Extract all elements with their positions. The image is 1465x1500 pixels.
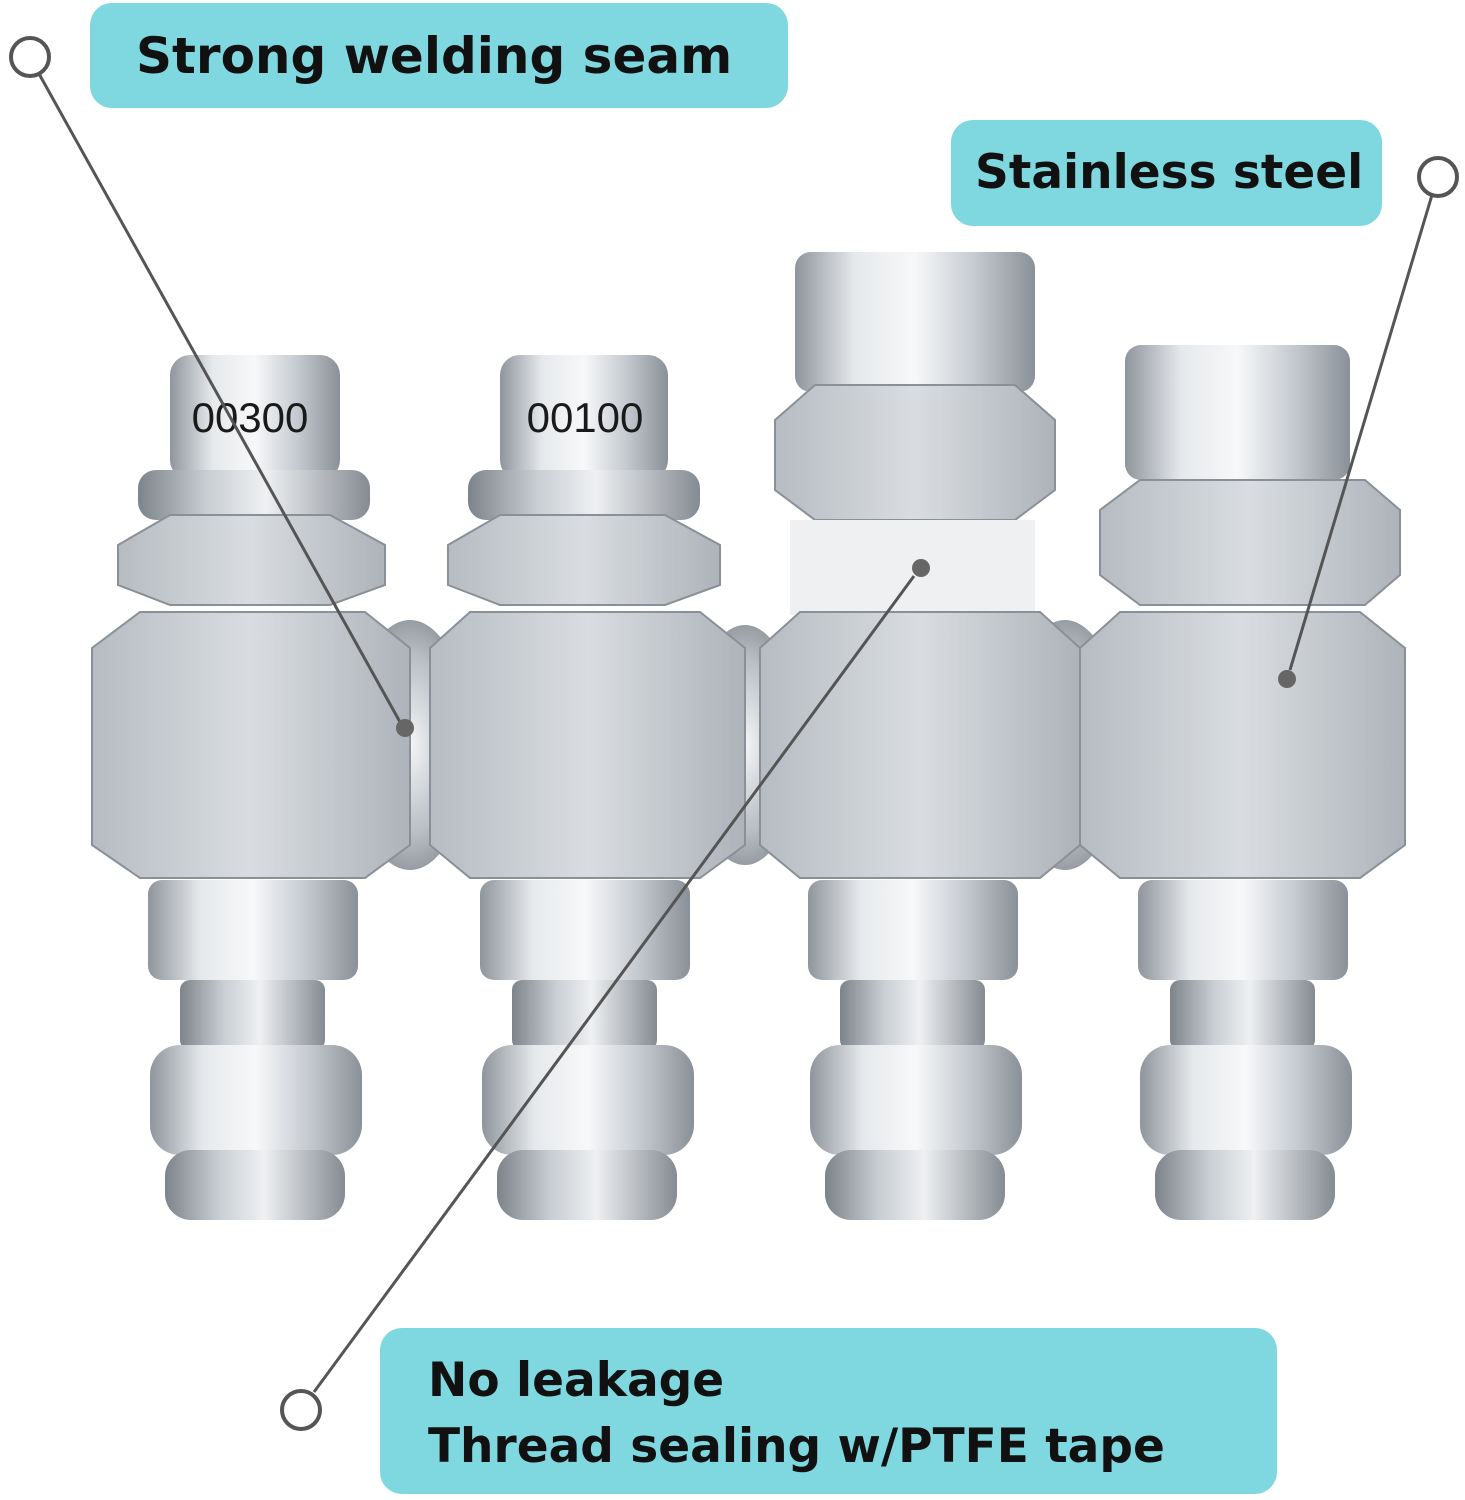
pointer-dot-tape [912,559,930,577]
fitting-1: 00300 [91,355,411,1220]
callout-welding-seam-label: Strong welding seam [136,27,733,85]
callout-stainless-steel: Stainless steel [951,120,1382,226]
fitting-2: 00100 [429,355,746,1220]
pointer-circle-bottom-left [280,1389,322,1431]
nozzle-code-2: 00100 [527,394,644,441]
callout-stainless-steel-label: Stainless steel [975,145,1364,200]
pointer-lines [9,36,1459,1431]
callout-no-leakage-line1: No leakage [428,1353,725,1408]
pointer-circle-top-right [1417,156,1459,198]
pointer-circle-top-left [9,36,51,78]
callout-no-leakage: No leakage Thread sealing w/PTFE tape [380,1328,1277,1494]
pointer-dot-weld [396,719,414,737]
nozzle-code-1: 00300 [192,394,309,441]
callout-no-leakage-line2: Thread sealing w/PTFE tape [428,1419,1165,1474]
fitting-4 [1079,345,1406,1220]
fitting-3 [759,252,1081,1220]
callout-welding-seam: Strong welding seam [90,3,788,108]
pointer-dot-steel [1278,670,1296,688]
